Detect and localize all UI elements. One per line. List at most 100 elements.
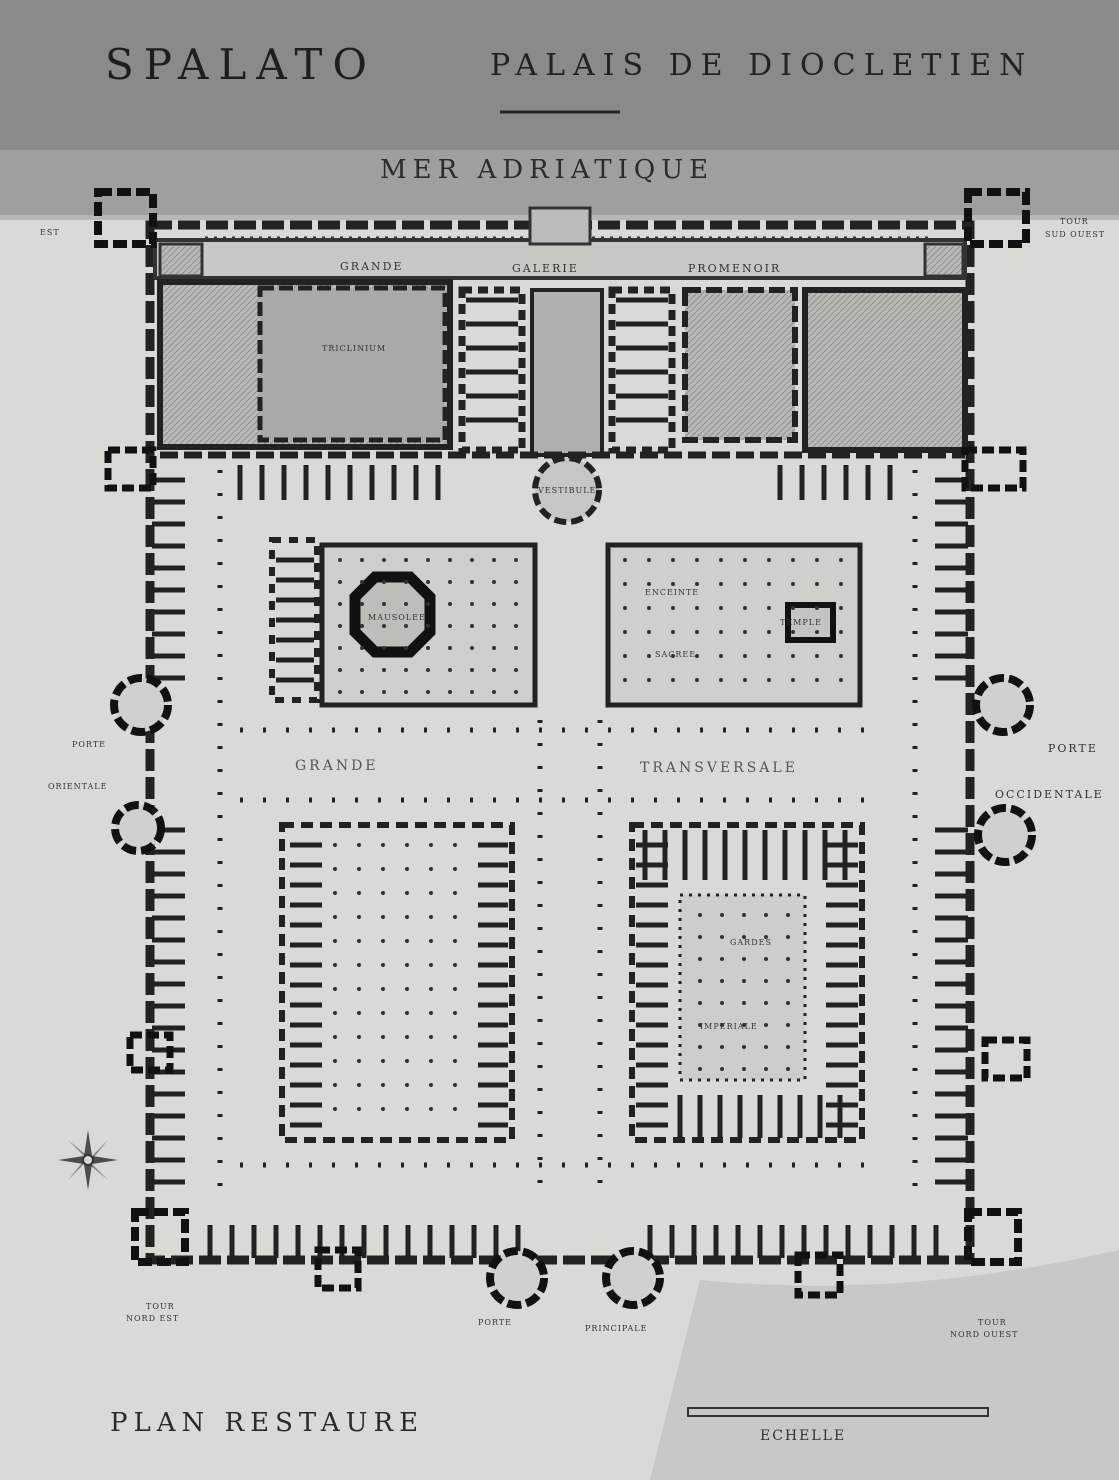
column-dot [405, 867, 409, 871]
column-dot [791, 558, 795, 562]
column-dot [381, 1059, 385, 1063]
tower-nw-label-b: NORD OUEST [950, 1330, 1019, 1339]
column-dot [647, 606, 651, 610]
column-dot [698, 1045, 702, 1049]
column-dot [470, 602, 474, 606]
column-dot [381, 1035, 385, 1039]
column-dot [719, 630, 723, 634]
column-dot [743, 606, 747, 610]
column-dot [764, 1001, 768, 1005]
column-dot [698, 935, 702, 939]
column-dot [333, 891, 337, 895]
column-dot [357, 1107, 361, 1111]
gallery-room-right [923, 242, 965, 278]
mausoleum [349, 571, 436, 658]
column-dot [338, 668, 342, 672]
column-dot [720, 1045, 724, 1049]
column-dot [405, 1011, 409, 1015]
column-dot [453, 1107, 457, 1111]
column-dot [404, 558, 408, 562]
column-dot [514, 624, 518, 628]
column-dot [492, 580, 496, 584]
column-dot [338, 624, 342, 628]
tower-sw-label-b: SUD OUEST [1045, 230, 1106, 239]
column-dot [764, 979, 768, 983]
column-dot [786, 957, 790, 961]
column-dot [429, 1011, 433, 1015]
column-dot [720, 1001, 724, 1005]
column-dot [839, 678, 843, 682]
column-dot [720, 957, 724, 961]
column-dot [695, 678, 699, 682]
column-dot [429, 1059, 433, 1063]
room-mausolee: MAUSOLEE [368, 613, 426, 622]
column-dot [647, 558, 651, 562]
column-dot [382, 646, 386, 650]
column-dot [453, 867, 457, 871]
column-dot [453, 1011, 457, 1015]
column-dot [429, 891, 433, 895]
corner-towers [94, 188, 1030, 1266]
column-dot [767, 630, 771, 634]
column-dot [786, 1045, 790, 1049]
column-dot [470, 668, 474, 672]
column-dot [720, 979, 724, 983]
column-dot [742, 935, 746, 939]
column-dot [404, 602, 408, 606]
column-dot [719, 654, 723, 658]
column-dot [429, 939, 433, 943]
column-dot [743, 654, 747, 658]
column-dot [453, 1035, 457, 1039]
column-dot [426, 624, 430, 628]
column-dot [453, 1083, 457, 1087]
column-dot [360, 602, 364, 606]
column-dot [333, 963, 337, 967]
column-dot [698, 1067, 702, 1071]
temple [785, 602, 836, 643]
column-dot [719, 582, 723, 586]
column-dot [743, 558, 747, 562]
column-dot [698, 1001, 702, 1005]
column-dot [333, 1035, 337, 1039]
tower-sw-label-a: TOUR [1060, 217, 1089, 226]
column-dot [743, 582, 747, 586]
column-dot [742, 1023, 746, 1027]
column-dot [453, 915, 457, 919]
tower-se-label: EST [40, 228, 60, 237]
column-dot [429, 987, 433, 991]
column-dot [492, 668, 496, 672]
column-dot [647, 630, 651, 634]
column-dot [382, 668, 386, 672]
column-dot [405, 987, 409, 991]
gate-east-label-a: PORTE [72, 740, 106, 749]
column-dot [333, 1059, 337, 1063]
column-dot [448, 690, 452, 694]
column-dot [404, 646, 408, 650]
gallery-center-pavilion [528, 206, 592, 246]
column-dot [764, 1023, 768, 1027]
column-dot [720, 913, 724, 917]
column-dot [720, 1067, 724, 1071]
column-dot [623, 582, 627, 586]
street-transversale: TRANSVERSALE [640, 760, 798, 776]
column-dot [786, 1067, 790, 1071]
scale-label: ECHELLE [760, 1428, 847, 1444]
column-dot [357, 843, 361, 847]
column-dot [719, 606, 723, 610]
column-dot [791, 606, 795, 610]
column-dot [742, 1001, 746, 1005]
column-dot [743, 678, 747, 682]
scale-bar [687, 1407, 989, 1417]
gallery-label-grande: GRANDE [340, 260, 404, 273]
column-dot [514, 558, 518, 562]
column-dot [743, 630, 747, 634]
column-dot [453, 843, 457, 847]
column-dot [381, 1107, 385, 1111]
column-dot [333, 915, 337, 919]
column-dot [404, 580, 408, 584]
column-dot [338, 602, 342, 606]
column-dot [404, 624, 408, 628]
column-dot [742, 913, 746, 917]
